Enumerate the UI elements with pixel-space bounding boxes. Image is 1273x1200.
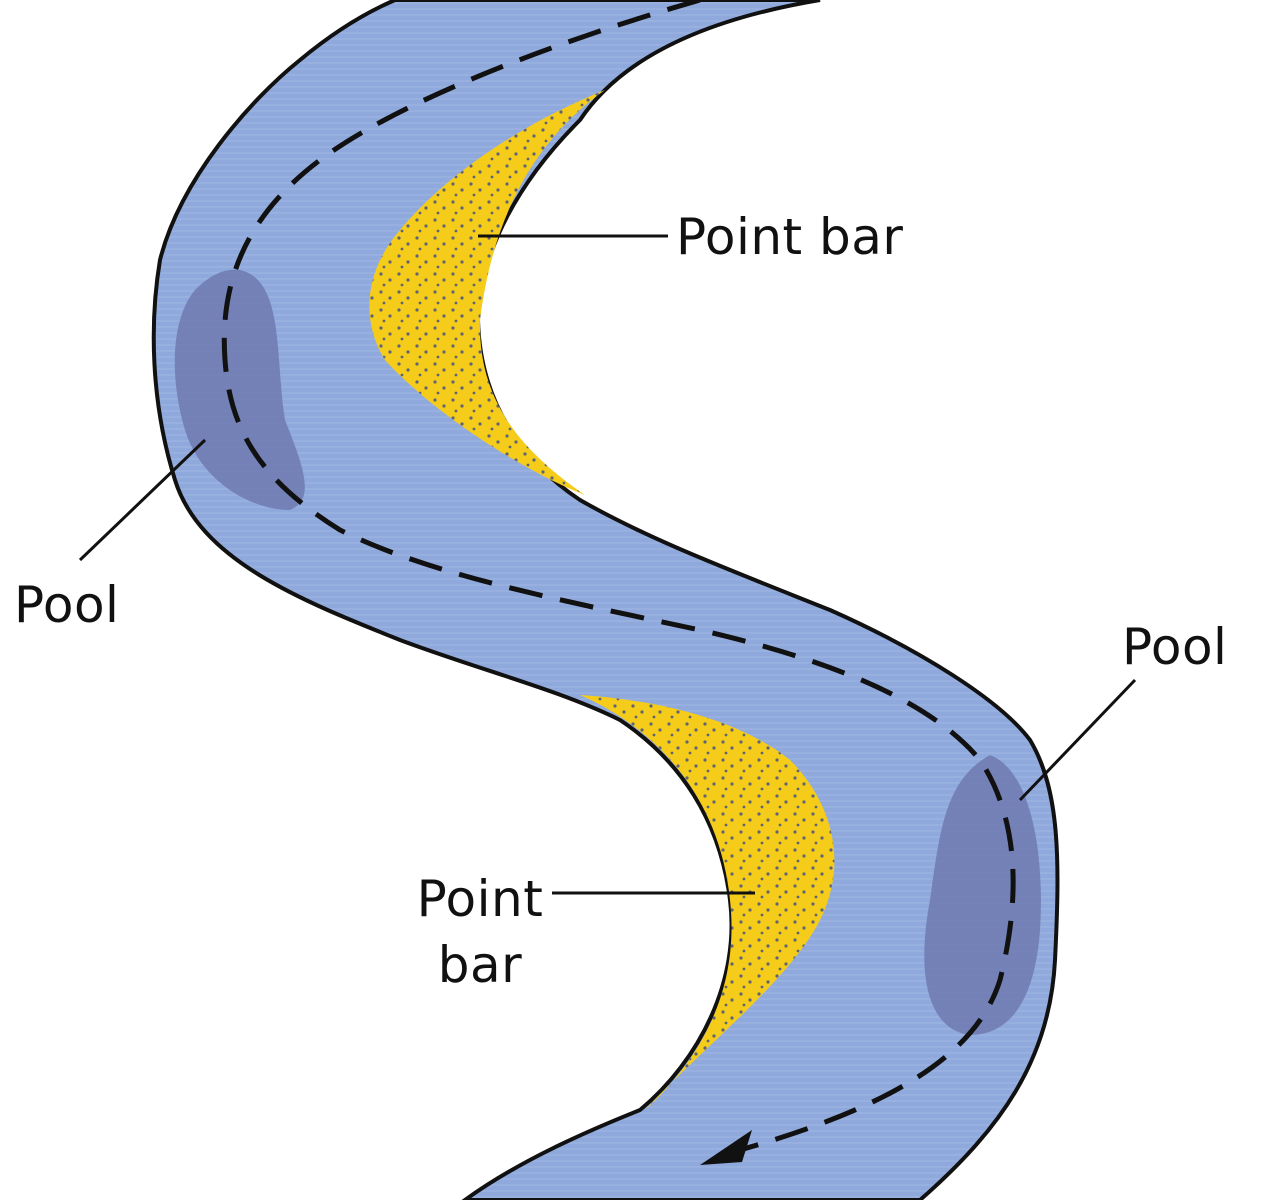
- leader-pool-left: [78, 438, 207, 562]
- pool-right: [924, 755, 1041, 1035]
- pool-left: [174, 269, 305, 510]
- label-point-bar-upper: Point bar: [676, 208, 904, 266]
- label-point-bar-lower-line1: Point: [416, 870, 544, 928]
- leader-pool-right: [1018, 678, 1137, 802]
- label-point-bar-lower: Point bar: [400, 866, 560, 998]
- flow-line: [221, 0, 1016, 1153]
- label-pool-right: Pool: [1122, 618, 1228, 676]
- label-pool-left: Pool: [14, 576, 120, 634]
- river-channel: [151, 0, 1060, 1200]
- label-point-bar-lower-line2: bar: [437, 936, 523, 994]
- flow-arrowhead: [700, 1130, 752, 1165]
